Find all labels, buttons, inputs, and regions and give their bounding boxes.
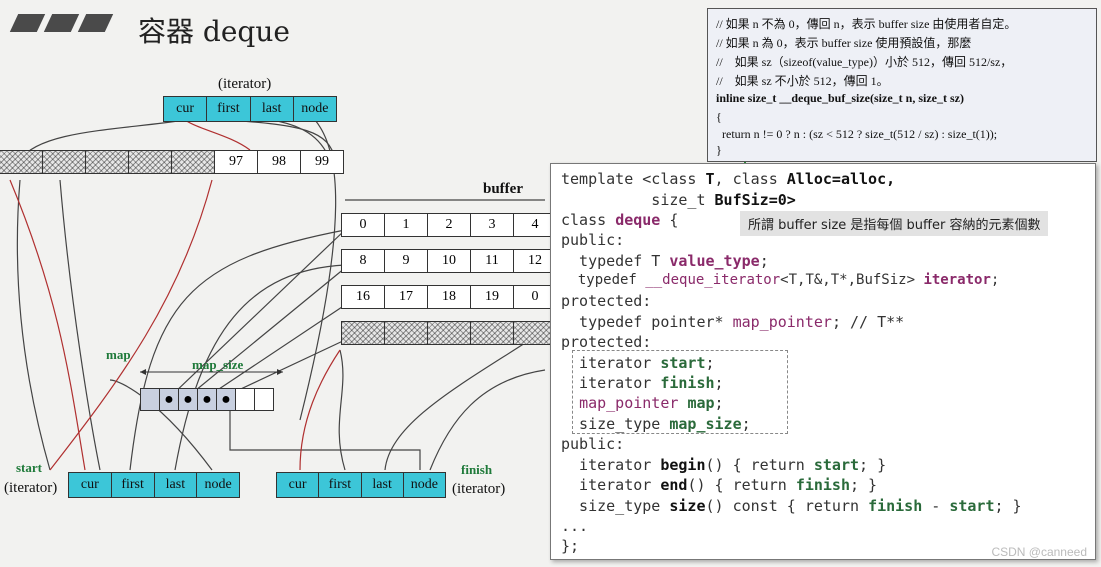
buffer-cell: 0 <box>513 285 557 309</box>
code-line: typedef __deque_iterator<T,T&,T*,BufSiz>… <box>561 272 1000 288</box>
code-line: size_t BufSiz=0> <box>561 191 796 209</box>
buffer-cell-empty <box>128 150 172 174</box>
start-label: start <box>16 460 42 475</box>
code-line: template <class T, class Alloc=alloc, <box>561 170 896 188</box>
buffer-cell: 1 <box>384 213 428 237</box>
buffer-label: buffer <box>483 181 523 197</box>
buffer-cell-empty <box>470 321 514 345</box>
code-line: typedef T value_type; <box>561 252 769 270</box>
buffer-cell: 0 <box>341 213 385 237</box>
finish-sub-label: (iterator) <box>452 481 506 497</box>
buffer-cell-empty <box>427 321 471 345</box>
buffer-cell: 17 <box>384 285 428 309</box>
buffer-row-empty <box>341 321 557 345</box>
top-buffer: 97 98 99 <box>0 150 344 174</box>
buffer-cell-empty <box>341 321 385 345</box>
code-line: protected: <box>561 333 652 351</box>
code-line: size_type map_size; <box>561 415 751 433</box>
buffer-cell: 97 <box>214 150 258 174</box>
note-line: inline size_t __deque_buf_size(size_t n,… <box>716 91 964 105</box>
buffer-row: 16 17 18 19 0 <box>341 285 557 309</box>
note-line: // 如果 sz 不小於 512，傳回 1。 <box>716 74 889 88</box>
code-line: map_pointer map; <box>579 394 724 412</box>
finish-iterator: cur first last node <box>276 472 446 498</box>
note-line: // 如果 sz（sizeof(value_type)）小於 512，傳回 51… <box>716 55 1013 69</box>
buffer-cell: 16 <box>341 285 385 309</box>
code-line: }; <box>561 537 580 555</box>
code-line: iterator finish; <box>561 374 724 392</box>
iterator-field-cur: cur <box>277 473 320 497</box>
buffer-cell: 2 <box>427 213 471 237</box>
iterator-top-label: (iterator) <box>218 76 272 92</box>
buffer-size-tip: 所謂 buffer size 是指每個 buffer 容納的元素個數 <box>740 211 1049 236</box>
iterator-field-first: first <box>207 97 251 121</box>
code-line: public: <box>561 435 625 453</box>
finish-label: finish <box>461 462 493 477</box>
start-iterator: cur first last node <box>68 472 240 498</box>
protected-members-highlight <box>572 350 788 434</box>
code-line: ... <box>561 517 589 535</box>
buffer-cell: 11 <box>470 249 514 273</box>
iterator-field-last: last <box>155 473 198 497</box>
iterator-field-first: first <box>112 473 155 497</box>
buffer-cell: 3 <box>470 213 514 237</box>
buffer-cell: 18 <box>427 285 471 309</box>
buffer-row: 8 9 10 11 12 <box>341 249 557 273</box>
watermark: CSDN @canneed <box>991 545 1087 559</box>
code-line: class deque { <box>561 211 679 229</box>
buffer-cell: 10 <box>427 249 471 273</box>
buffer-cell-empty <box>171 150 215 174</box>
code-line: iterator start; <box>561 354 715 372</box>
code-line: iterator begin() { return start; } <box>561 456 887 474</box>
code-line: iterator end() { return finish; } <box>561 476 878 494</box>
buffer-cell: 9 <box>384 249 428 273</box>
map-label: map <box>106 347 131 362</box>
start-sub-label: (iterator) <box>4 480 58 496</box>
buffer-cell-empty <box>42 150 86 174</box>
map-cell: ● <box>178 388 198 411</box>
buf-size-note: // 如果 n 不為 0，傳回 n，表示 buffer size 由使用者自定。… <box>707 8 1097 162</box>
iterator-field-node: node <box>301 101 329 116</box>
note-line: // 如果 n 不為 0，傳回 n，表示 buffer size 由使用者自定。 <box>716 17 1017 31</box>
code-line: typedef pointer* map_pointer; // T** <box>561 313 905 331</box>
map-cell <box>254 388 274 411</box>
note-line: { <box>716 110 722 124</box>
code-line: size_type size() const { return finish -… <box>561 497 1022 515</box>
buffer-cell: 8 <box>341 249 385 273</box>
map-cell <box>235 388 255 411</box>
iterator-field-cur: cur <box>69 473 112 497</box>
iterator-field-last: last <box>362 473 404 497</box>
buffer-cell: 99 <box>300 150 344 174</box>
iterator-field-node: node <box>410 477 438 492</box>
map-array: ● ● ● ● <box>140 388 274 411</box>
buffer-cell: 19 <box>470 285 514 309</box>
buffer-row: 0 1 2 3 4 <box>341 213 557 237</box>
code-line: protected: <box>561 292 652 310</box>
iterator-field-cur: cur <box>164 97 208 121</box>
iterator-field-first: first <box>319 473 362 497</box>
map-cell <box>140 388 160 411</box>
iterator-top: cur first last node <box>163 96 337 122</box>
map-size-label: map_size <box>192 357 244 372</box>
buffer-cell-empty <box>384 321 428 345</box>
buffer-cell: 98 <box>257 150 301 174</box>
code-line: public: <box>561 231 625 249</box>
note-line: return n != 0 ? n : (sz < 512 ? size_t(5… <box>716 127 998 141</box>
buffer-cell: 12 <box>513 249 557 273</box>
iterator-field-node: node <box>204 477 232 492</box>
note-line: // 如果 n 為 0，表示 buffer size 使用預設值，那麼 <box>716 36 972 50</box>
note-line: } <box>716 143 722 157</box>
map-cell: ● <box>159 388 179 411</box>
page-title: 容器 deque <box>138 15 290 48</box>
map-cell: ● <box>197 388 217 411</box>
map-cell: ● <box>216 388 236 411</box>
buffer-cell-empty <box>85 150 129 174</box>
buffer-cell-empty <box>0 150 43 174</box>
iterator-field-last: last <box>251 97 294 121</box>
